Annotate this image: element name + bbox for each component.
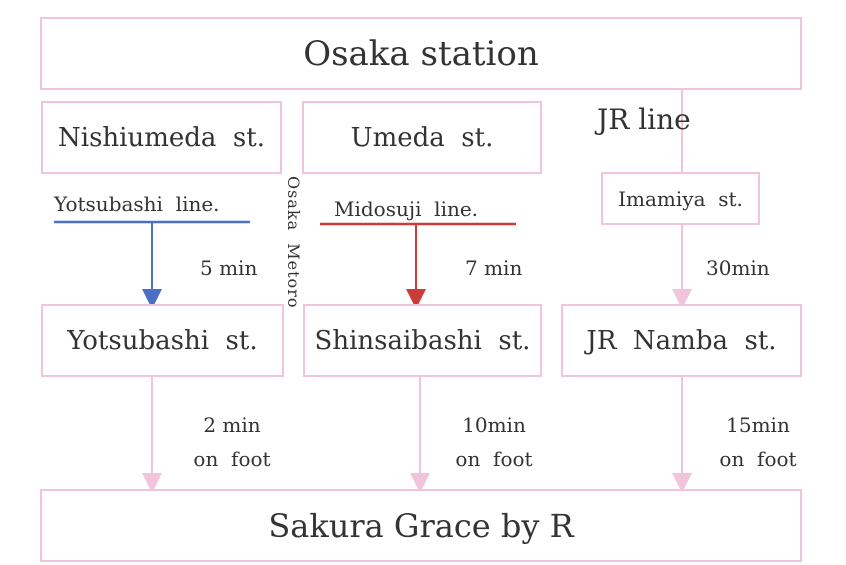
yotsubashi-station-box: Yotsubashi st. [41, 304, 284, 377]
jr-line-label: JR line [597, 103, 691, 136]
imamiya-station-box: Imamiya st. [601, 172, 760, 225]
midosuji-ride-time: 7 min [465, 256, 523, 280]
osaka-metoro-label: Osaka Metoro [284, 176, 303, 309]
yotsubashi-line-label: Yotsubashi line. [54, 192, 220, 216]
walk-time-right: 15min on foot [708, 408, 808, 476]
umeda-station-label: Umeda st. [350, 122, 494, 153]
walk-time-right-value: 15min [726, 413, 790, 437]
jr-namba-station-box: JR Namba st. [561, 304, 802, 377]
osaka-station-label: Osaka station [303, 33, 539, 74]
walk-time-left-label: on foot [193, 447, 271, 471]
jr-ride-time: 30min [706, 256, 770, 280]
imamiya-station-label: Imamiya st. [618, 186, 743, 211]
walk-time-left: 2 min on foot [182, 408, 282, 476]
jr-namba-station-label: JR Namba st. [586, 325, 777, 356]
midosuji-line-label: Midosuji line. [334, 197, 479, 221]
walk-time-left-value: 2 min [203, 413, 261, 437]
shinsaibashi-station-box: Shinsaibashi st. [303, 304, 542, 377]
shinsaibashi-station-label: Shinsaibashi st. [314, 325, 531, 356]
yotsubashi-station-label: Yotsubashi st. [67, 325, 258, 356]
nishiumeda-station-box: Nishiumeda st. [41, 101, 282, 174]
walk-time-middle-label: on foot [455, 447, 533, 471]
nishiumeda-station-label: Nishiumeda st. [58, 122, 265, 153]
osaka-station-box: Osaka station [40, 17, 802, 90]
umeda-station-box: Umeda st. [302, 101, 542, 174]
yotsubashi-ride-time: 5 min [200, 256, 258, 280]
destination-box: Sakura Grace by R [40, 489, 802, 562]
walk-time-middle-value: 10min [462, 413, 526, 437]
destination-label: Sakura Grace by R [268, 506, 574, 545]
walk-time-right-label: on foot [719, 447, 797, 471]
walk-time-middle: 10min on foot [444, 408, 544, 476]
